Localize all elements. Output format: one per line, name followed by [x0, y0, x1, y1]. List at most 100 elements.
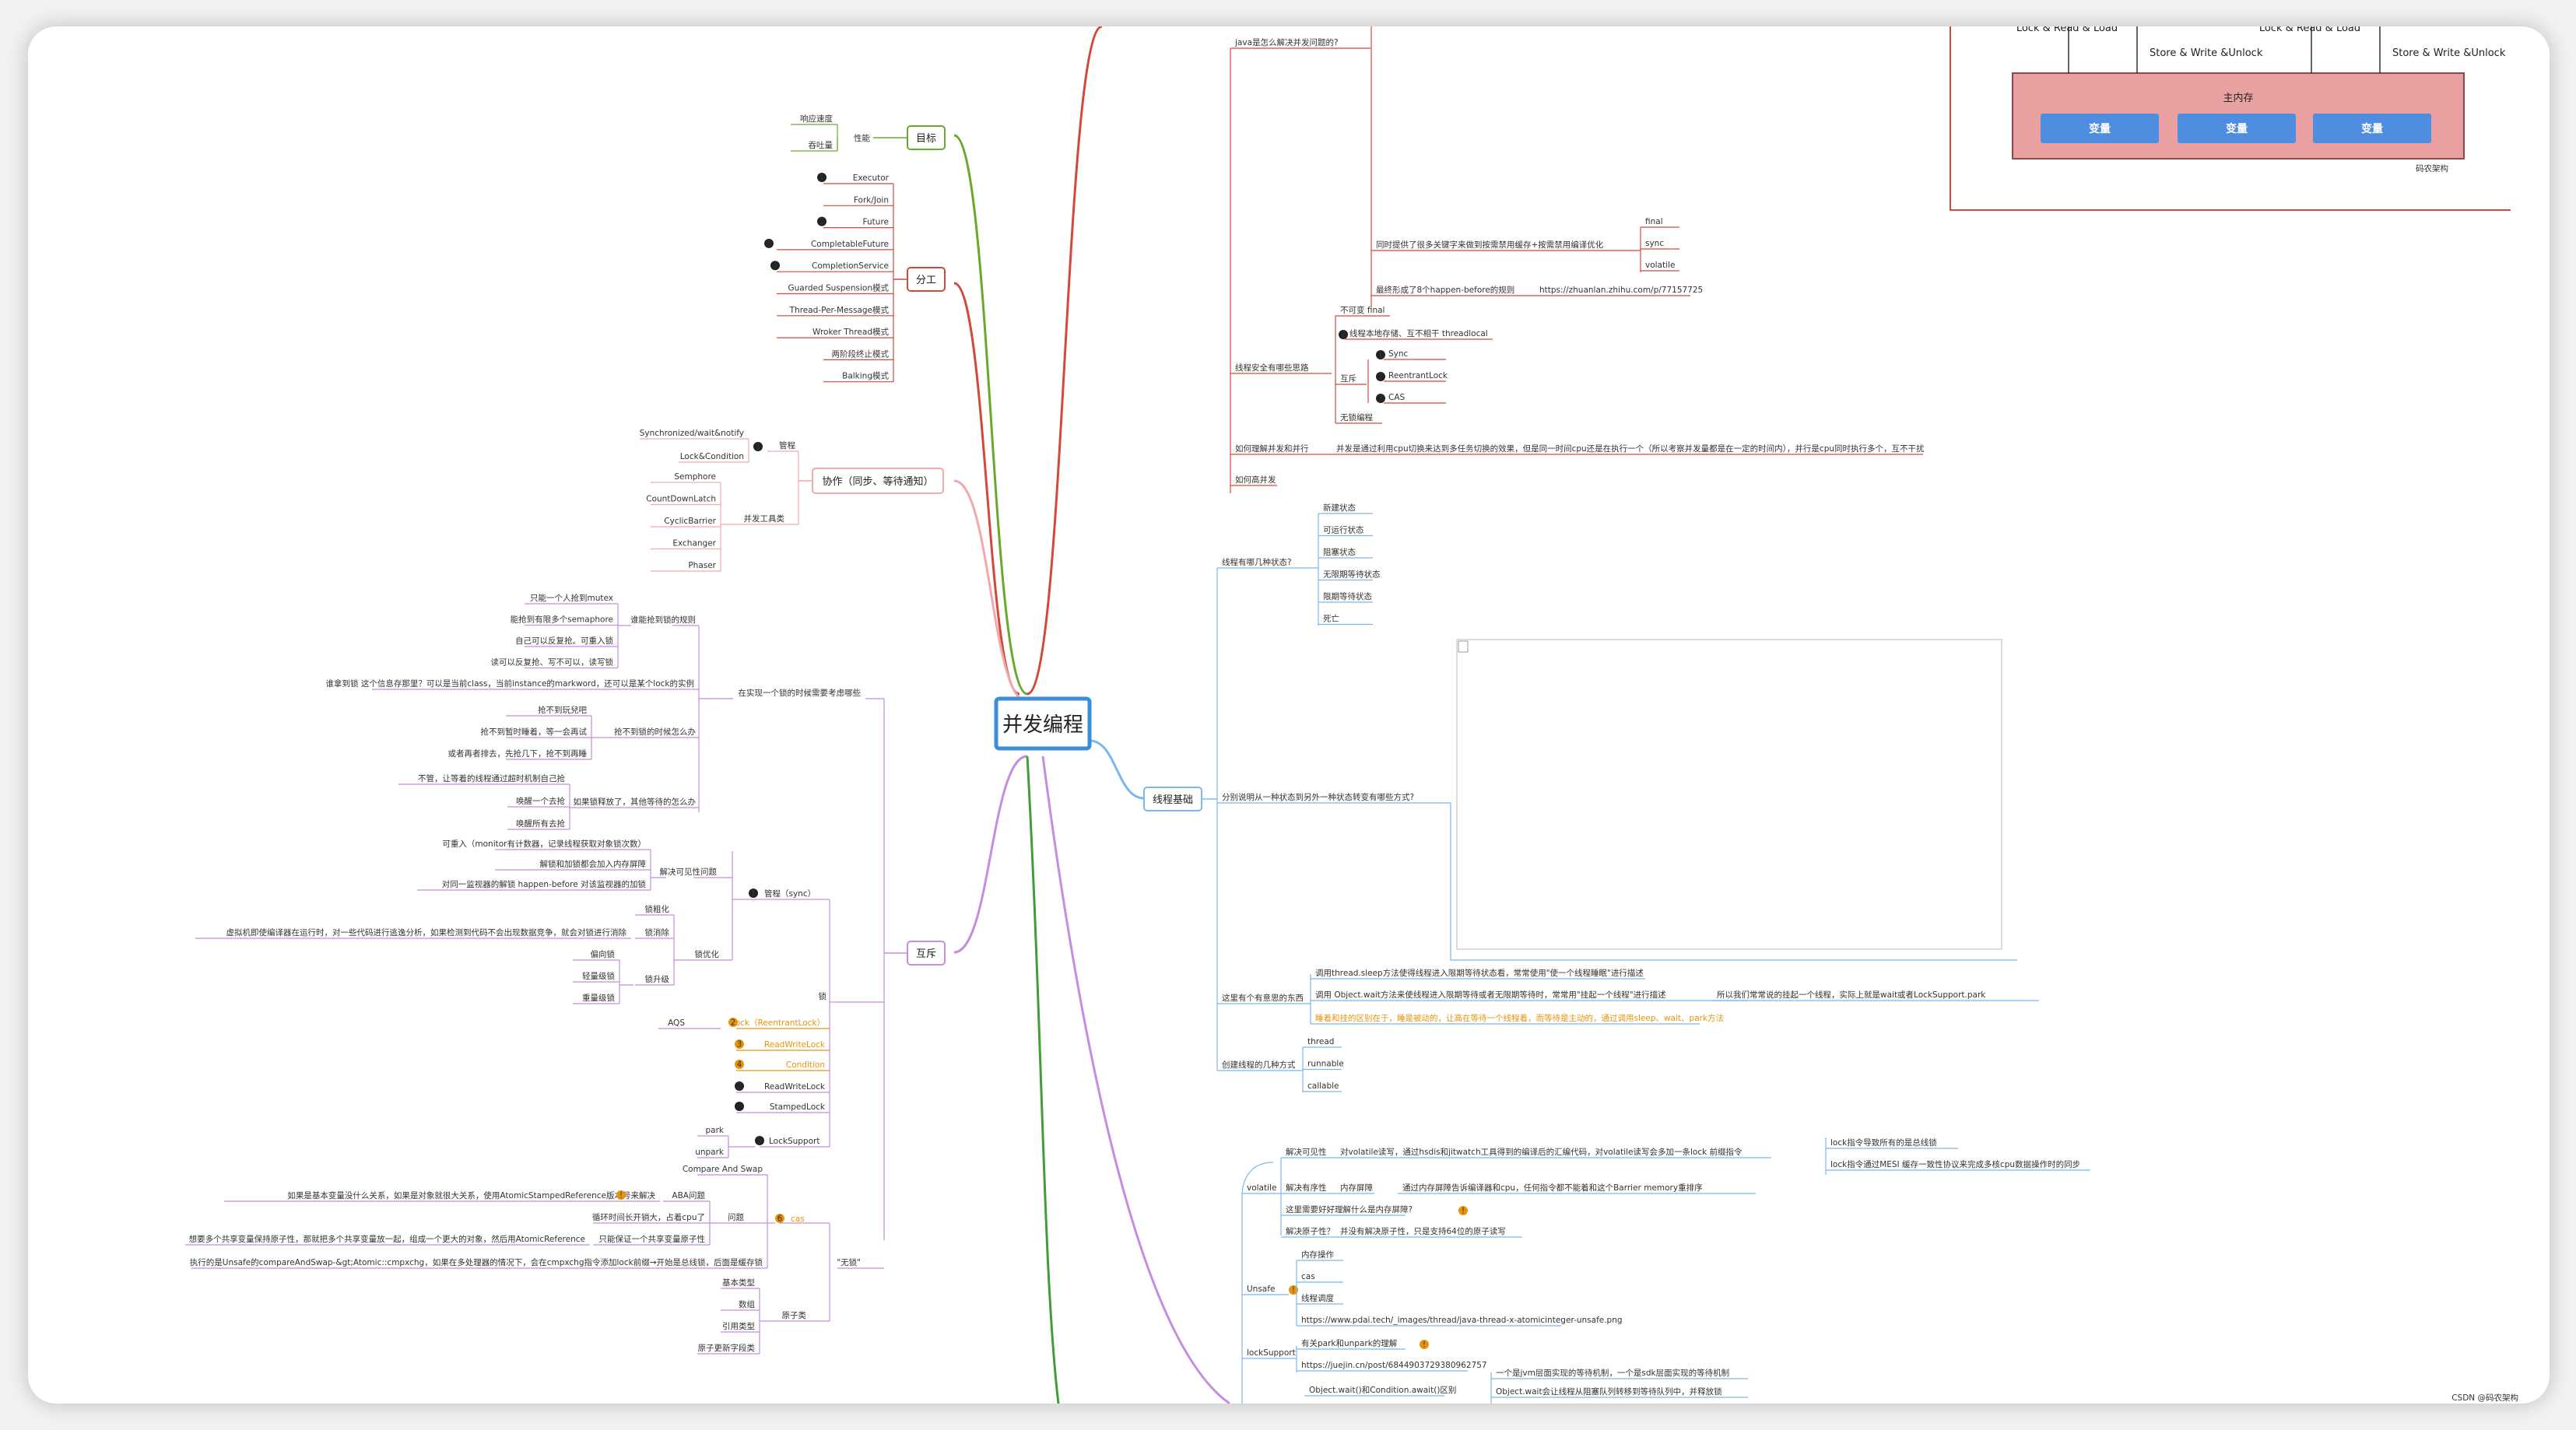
branch-thread: [1089, 739, 1145, 800]
mutex-lock-impl: ReadWriteLock: [764, 1082, 826, 1092]
priority-badge-icon: [770, 261, 780, 271]
priority-badge-number: 2: [1341, 331, 1346, 340]
division-leaf: Wroker Thread模式: [812, 327, 889, 337]
division-leaf: 两阶段终止模式: [832, 349, 890, 359]
mutex-design-leaf: 只能一个人抢到mutex: [530, 593, 613, 603]
mutex-design-leaf: 或者再者排去，先抢几下，抢不到再睡: [448, 748, 588, 759]
jmm-var-box: [2041, 114, 2159, 143]
thread-state: 可运行状态: [1323, 525, 1364, 535]
priority-badge-number: 2: [737, 1082, 742, 1092]
priority-badge-icon: [764, 238, 774, 248]
java-keywords-label: 同时提供了很多关键字来做到按需禁用缓存+按需禁用编译优化: [1376, 240, 1604, 250]
volatile-label: volatile: [1247, 1183, 1276, 1193]
division-leaf: Executor: [853, 173, 890, 183]
jmm-op-label: Store & Write &Unlock: [2150, 47, 2263, 59]
priority-badge-number: 1: [1378, 351, 1384, 360]
mutex-locksupport: LockSupport: [769, 1137, 819, 1146]
thread-create-label: 创建线程的几种方式: [1222, 1060, 1296, 1070]
mutex-cas-loop: 循环时间长开销大，占着cpu了: [592, 1212, 705, 1222]
priority-badge-icon: [1376, 372, 1385, 381]
mutex-lock-impl: Lock（ReentrantLock）: [731, 1018, 825, 1028]
mutex-atomic: 原子类: [782, 1310, 807, 1320]
volatile-order: 解决有序性: [1286, 1183, 1327, 1193]
java-safety-item: 不可变 final: [1340, 305, 1385, 315]
mutex-aqs: AQS: [668, 1018, 685, 1028]
division-leaf: Balking模式: [842, 371, 889, 381]
mutex-locksupport-item: park: [706, 1126, 725, 1135]
mindmap-svg: 并发编程目标性能响应速度吞吐量分工Executor1Fork/JoinFutur…: [185, 26, 2518, 1404]
locksupport-right-item: https://juejin.cn/post/68449037293809627…: [1301, 1361, 1487, 1370]
division-leaf: Thread-Per-Message模式: [789, 305, 890, 315]
priority-badge-icon: [753, 442, 763, 451]
mutex-cas: cas: [791, 1214, 805, 1224]
mutex-design-leaf: 抢不到暂时睡着，等一会再试: [481, 727, 588, 737]
mutex-design-leaf: 自己可以反复抢。可重入锁: [515, 636, 613, 646]
mutex-cas-single-detail: 想要多个共享变量保持原子性，那就把多个共享变量放一起，组成一个更大的对象，然后用…: [189, 1234, 585, 1244]
jmm-watermark: 码农架构: [2416, 163, 2448, 173]
goal-node-label: 目标: [916, 133, 936, 145]
java-hb: 最终形成了8个happen-before的规则: [1376, 285, 1514, 295]
priority-badge-icon: [728, 1018, 738, 1027]
java-mutex-item: ReentrantLock: [1388, 371, 1448, 380]
collab-tool-item: Exchanger: [672, 539, 716, 549]
mutex-lockfree: "无锁": [837, 1257, 861, 1267]
jmm-main-memory-label: 主内存: [2223, 92, 2253, 104]
thread-create-item: thread: [1307, 1037, 1334, 1046]
priority-badge-icon: [735, 1060, 744, 1069]
priority-badge-icon: [817, 173, 826, 182]
collab-tool-item: CountDownLatch: [646, 495, 716, 504]
priority-badge-number: 2: [1378, 373, 1384, 382]
collab-monitor-item: Lock&Condition: [680, 452, 744, 461]
thread-create-item: runnable: [1307, 1060, 1344, 1069]
root-node[interactable]: [994, 696, 1092, 751]
goal-leaf: 响应速度: [800, 114, 833, 124]
collab-tool-item: Phaser: [688, 561, 716, 570]
mutex-lock-opt-item: 锁消除: [645, 927, 670, 938]
mutex-lock-upgrade-item: 重量级锁: [582, 993, 615, 1003]
thread-state: 无限期等待状态: [1323, 570, 1381, 580]
java-lockfree: 无锁编程: [1340, 412, 1373, 422]
priority-badge-icon: [735, 1039, 744, 1049]
mutex-node-label: 互斥: [916, 948, 936, 960]
jmm-var-label: 变量: [2089, 122, 2111, 135]
jmm-var-label: 变量: [2226, 122, 2248, 135]
mutex-design-storage: 谁拿到锁 这个信息存那里？可以是当前class，当前instance的markw…: [326, 678, 694, 689]
priority-badge-number: 6: [777, 1214, 783, 1224]
priority-badge-number: 2: [731, 1018, 736, 1028]
mutex-lock-label: 锁: [819, 991, 827, 1001]
thread-transition-link: [1450, 803, 2017, 961]
java-understand-text: 并发是通过利用cpu切换来达到多任务切换的效果，但是同一时间cpu还是在执行一个…: [1336, 443, 1925, 454]
division-node-label: 分工: [916, 275, 936, 286]
mutex-cas-aba-detail: 如果是基本变量没什么关系，如果是对象就很大关系，使用AtomicStampedR…: [287, 1190, 655, 1200]
jmm-var-box: [2178, 114, 2296, 143]
division-leaf: CompletableFuture: [811, 240, 889, 249]
collab-node-label: 协作（同步、等待通知）: [822, 475, 933, 488]
mutex-design-leaf: 读可以反复抢、写不可以，读写锁: [491, 657, 614, 668]
mutex-design-release: 如果锁释放了，其他等待的怎么办: [574, 797, 697, 807]
mutex-atomic-item: 数组: [739, 1299, 755, 1309]
branch-collab: [953, 479, 1028, 703]
java-mutex-item: CAS: [1388, 393, 1406, 402]
priority-badge-number: 3: [767, 239, 772, 248]
division-leaf: CompletionService: [812, 261, 889, 271]
volatile-q-atomic: 解决原子性？: [1286, 1226, 1335, 1236]
thread-method-extra: 所以我们常常说的挂起一个线程，实际上就是wait或者LockSupport.pa…: [1717, 990, 1986, 1000]
unsafe-label: Unsafe: [1247, 1285, 1275, 1294]
priority-badge-number: 4: [737, 1060, 742, 1070]
mutex-design-leaf: 能抢到有限多个semaphore: [511, 615, 613, 625]
thread-state: 死亡: [1323, 614, 1339, 624]
collab-monitor-item: Synchronized/wait&notify: [640, 429, 744, 438]
thread-state-image-placeholder[interactable]: [1456, 639, 2002, 950]
mutex-design-leaf: 不管，让等着的线程通过超时机制自己抢: [418, 773, 565, 783]
volatile-lock-item: lock指令通过MESI 缓存一致性协议来完成多核cpu数据操作时的同步: [1830, 1159, 2080, 1169]
mutex-cas-aba: ABA问题: [672, 1190, 705, 1200]
mutex-design-leaf: 唤醒一个去抢: [516, 796, 565, 806]
thread-methods-label: 这里有个有意思的东西: [1222, 993, 1304, 1003]
mutex-design-leaf: 唤醒所有去抢: [516, 818, 565, 829]
priority-badge-number: !: [1423, 1341, 1426, 1350]
thread-transition-label: 分别说明从一种状态到另外一种状态转变有哪些方式?: [1222, 792, 1414, 802]
mutex-cas-single: 只能保证一个共享变量原子性: [599, 1234, 706, 1244]
mutex-lock-upgrade-item: 偏向锁: [591, 949, 616, 959]
thread-basics-node-label: 线程基础: [1153, 794, 1193, 806]
